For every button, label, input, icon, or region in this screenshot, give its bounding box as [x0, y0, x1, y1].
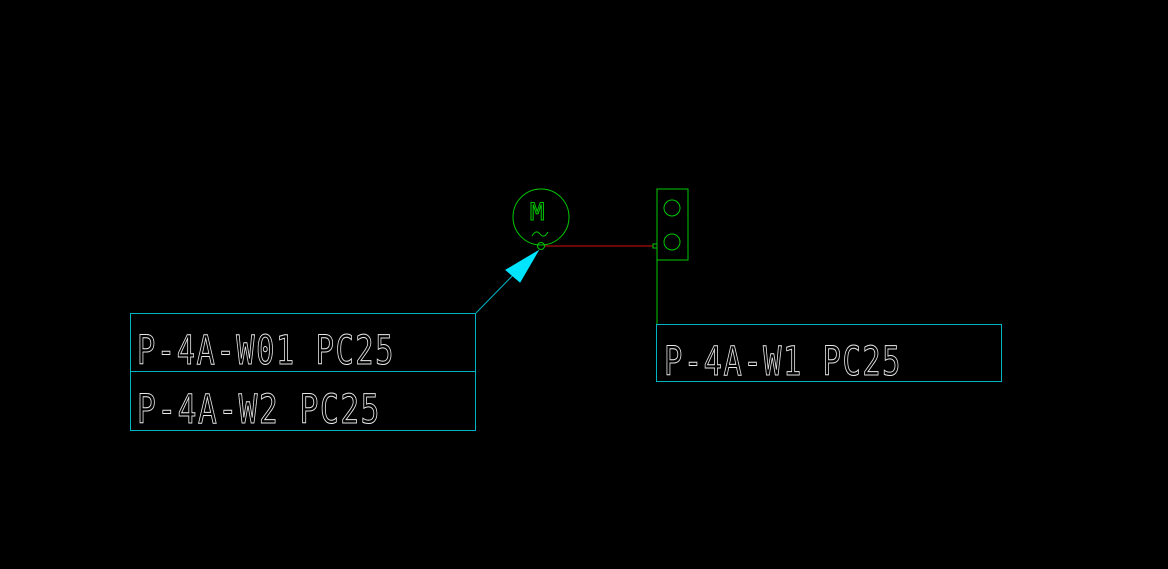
motor-leader[interactable] [475, 249, 540, 314]
terminal-2-icon [663, 233, 681, 251]
left-tag[interactable]: P-4A-W01 PC25 P-4A-W2 PC25 [130, 313, 476, 434]
motor-letter: M [530, 198, 544, 226]
left-tag-line-2: P-4A-W2 PC25 [137, 387, 381, 433]
motor-tilde-icon [531, 231, 549, 237]
left-tag-line-1: P-4A-W01 PC25 [137, 328, 395, 374]
terminal-block-icon[interactable] [652, 188, 689, 261]
right-tag[interactable]: P-4A-W1 PC25 [656, 324, 1002, 386]
terminal-connection-point [652, 243, 658, 249]
motor-icon[interactable]: M [512, 188, 570, 250]
motor-circle [512, 188, 570, 246]
right-tag-line-1: P-4A-W1 PC25 [664, 339, 902, 385]
terminal-1-icon [663, 199, 681, 217]
motor-terminal-dot [537, 242, 545, 250]
terminal-block-frame [656, 188, 689, 261]
right-tag-box [656, 324, 1002, 382]
arrowhead-icon [505, 249, 540, 283]
